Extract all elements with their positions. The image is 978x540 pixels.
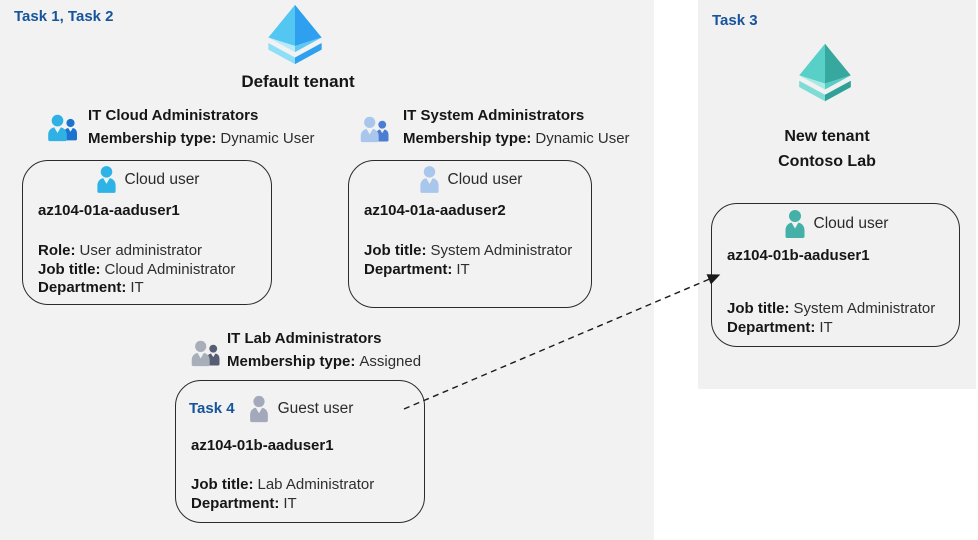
user-card-cloud-user1: Cloud user az104-01a-aaduser1 Role:User …	[22, 160, 272, 305]
user-type-label: Guest user	[277, 400, 354, 417]
new-tenant-region: Task 3 New tenant Contoso Lab Cloud user	[698, 0, 976, 389]
user-group-icon	[360, 116, 389, 143]
user-attributes: Job title:Lab Administrator Department:I…	[191, 476, 374, 513]
azure-ad-new-tenant-icon	[799, 43, 851, 102]
new-tenant-title-line2: Contoso Lab	[778, 153, 876, 170]
username: az104-01a-aaduser1	[38, 202, 180, 219]
user-attributes: Job title:System Administrator Departmen…	[727, 300, 935, 337]
membership-type: Membership type:Dynamic User	[88, 130, 315, 147]
guest-user-icon	[249, 395, 268, 423]
cloud-user-icon	[419, 166, 439, 193]
task-3-label: Task 3	[712, 12, 758, 29]
user-group-icon	[48, 114, 77, 142]
role-line: Role:User administrator	[38, 242, 203, 259]
username: az104-01b-aaduser1	[727, 247, 870, 264]
user-attributes: Role:User administrator Job title:Cloud …	[38, 242, 235, 298]
department-line: Department:IT	[191, 494, 297, 512]
user-type-label: Cloud user	[124, 170, 200, 188]
membership-type: Membership type:Dynamic User	[403, 130, 630, 147]
azure-ad-tenant-icon	[268, 4, 322, 65]
user-attributes: Job title:System Administrator Departmen…	[364, 242, 572, 279]
user-type-label: Cloud user	[813, 215, 889, 232]
user-card-guest-user: Task 4 Guest user az104-01b-aaduser1 Job…	[175, 380, 425, 523]
group-it-lab-administrators: IT Lab Administrators Membership type:As…	[189, 330, 421, 370]
membership-type: Membership type:Assigned	[227, 353, 422, 370]
group-name: IT Cloud Administrators	[88, 107, 259, 124]
username: az104-01a-aaduser2	[364, 202, 506, 219]
cloud-user-icon	[96, 166, 116, 193]
group-name: IT System Administrators	[403, 107, 585, 124]
new-tenant-title: New tenant Contoso Lab	[698, 124, 956, 174]
task-1-2-label: Task 1, Task 2	[14, 8, 114, 25]
cloud-user-icon	[785, 210, 805, 238]
department-line: Department:IT	[364, 260, 470, 278]
default-tenant-region: Task 1, Task 2 Default tenant IT Cloud A…	[0, 0, 654, 540]
group-it-cloud-administrators: IT Cloud Administrators Membership type:…	[45, 107, 315, 147]
job-title-line: Job title:Cloud Administrator	[38, 260, 236, 278]
user-group-icon	[191, 340, 220, 367]
group-name: IT Lab Administrators	[227, 330, 382, 347]
new-tenant-title-line1: New tenant	[784, 128, 870, 145]
user-card-new-tenant-user: Cloud user az104-01b-aaduser1 Job title:…	[711, 203, 960, 347]
group-it-system-administrators: IT System Administrators Membership type…	[358, 107, 630, 147]
job-title-line: Job title:System Administrator	[727, 300, 936, 317]
job-title-line: Job title:Lab Administrator	[191, 476, 375, 493]
default-tenant-title: Default tenant	[241, 72, 355, 91]
user-card-cloud-user2: Cloud user az104-01a-aaduser2 Job title:…	[348, 160, 592, 308]
department-line: Department:IT	[727, 318, 833, 336]
job-title-line: Job title:System Administrator	[364, 242, 573, 259]
user-type-label: Cloud user	[447, 170, 523, 188]
department-line: Department:IT	[38, 279, 144, 296]
task-4-label: Task 4	[189, 400, 235, 417]
username: az104-01b-aaduser1	[191, 437, 334, 454]
